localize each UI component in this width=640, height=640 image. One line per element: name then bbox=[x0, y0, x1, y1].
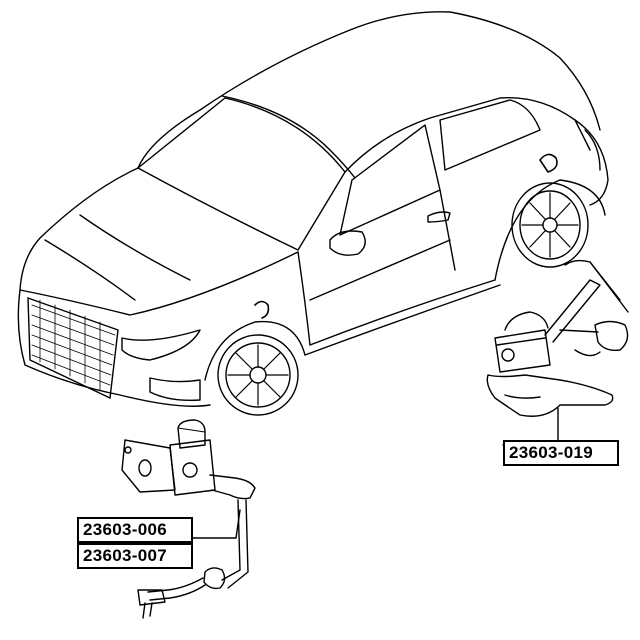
part-number-label-front-left[interactable]: 23603-006 bbox=[77, 517, 193, 543]
rear-level-sensor-icon bbox=[486, 259, 629, 417]
car-outline-icon bbox=[17, 11, 609, 416]
part-number-label-rear[interactable]: 23603-019 bbox=[503, 440, 619, 466]
part-number-label-front-right[interactable]: 23603-007 bbox=[77, 543, 193, 569]
front-sensor-leader-line bbox=[180, 509, 241, 539]
front-level-sensor-icon bbox=[121, 419, 256, 619]
